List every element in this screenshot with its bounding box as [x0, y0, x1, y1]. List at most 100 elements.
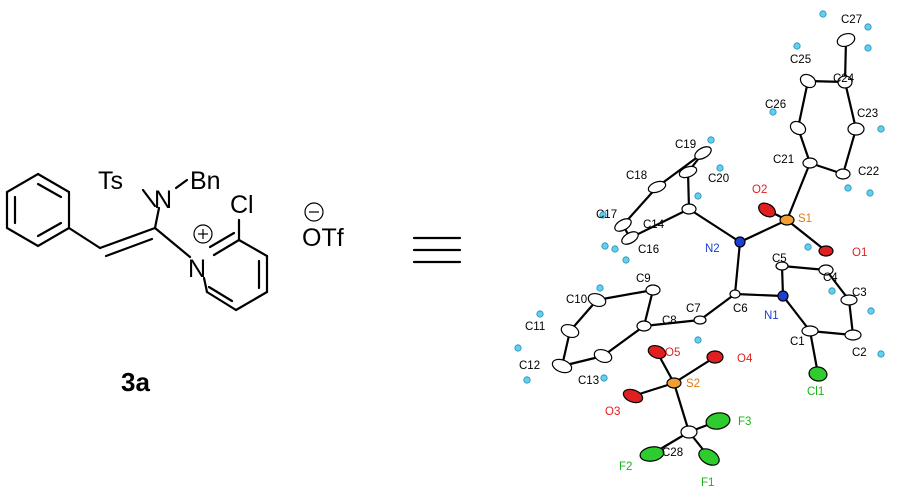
hydrogen-atom	[866, 189, 874, 197]
label-otf: OTf	[302, 224, 344, 252]
atom-c9	[645, 284, 661, 296]
bond-c1-n1	[781, 294, 812, 333]
hydrogen-atom	[877, 125, 885, 133]
atom-c28	[680, 425, 698, 439]
bond-c21-s1	[785, 161, 812, 222]
bond-c16-c14	[628, 207, 691, 240]
hydrogen-atom	[599, 211, 607, 219]
atom-label-c9: C9	[636, 273, 651, 285]
atom-c24	[837, 75, 853, 89]
atom-label-c24: C24	[833, 73, 855, 85]
atom-n1	[777, 290, 789, 302]
bond-c23-c24	[843, 80, 858, 131]
atom-label-c6: C6	[733, 303, 748, 315]
atom-c4	[818, 264, 834, 276]
bond-c22-c23	[841, 127, 858, 176]
atom-c25	[799, 73, 817, 89]
atom-label-c4: C4	[823, 272, 838, 284]
bond-s2-c28	[672, 381, 691, 434]
atom-label-o3: O3	[605, 406, 620, 418]
atom-label-o4: O4	[737, 353, 753, 365]
atom-c5	[775, 261, 789, 271]
atom-c21	[802, 157, 818, 169]
atom-label-c2: C2	[852, 347, 867, 359]
hydrogen-atom	[523, 376, 531, 384]
hydrogen-atom	[694, 336, 702, 344]
bond-c13-c8	[601, 324, 646, 358]
hydrogen-atom	[514, 344, 522, 352]
positive-charge-icon	[193, 224, 213, 244]
atom-c27	[836, 32, 856, 48]
atom-label-c13: C13	[578, 375, 599, 387]
bond-n2-c6	[733, 240, 742, 296]
atom-label-c19: C19	[675, 139, 696, 151]
atom-c20	[678, 165, 698, 179]
hydrogen-atom	[611, 245, 619, 253]
atom-label-c10: C10	[566, 294, 587, 306]
atom-label-o2: O2	[752, 184, 767, 196]
hydrogen-atom	[707, 136, 715, 144]
atom-cl1	[808, 366, 828, 382]
ortep-atoms	[514, 10, 885, 466]
atom-label-c11: C11	[525, 321, 545, 333]
atom-label-o5: O5	[665, 347, 680, 359]
atom-label-c27: C27	[841, 14, 862, 26]
hydrogen-atom	[864, 23, 872, 31]
hydrogen-atom	[716, 164, 724, 172]
atom-label-c18: C18	[626, 170, 647, 182]
atom-c18	[647, 180, 667, 194]
atom-label-c5: C5	[772, 253, 787, 265]
atom-o3	[622, 388, 644, 404]
atom-c12	[551, 358, 573, 374]
atom-s2	[666, 377, 682, 389]
label-n-pyridinium: N	[188, 255, 206, 283]
atom-label-f2: F2	[619, 461, 632, 473]
hydrogen-atom	[769, 108, 777, 116]
hydrogen-atom	[694, 192, 702, 200]
atom-label-c26: C26	[765, 99, 786, 111]
atom-c26	[789, 120, 807, 136]
atom-c2	[844, 329, 862, 341]
atom-c11	[560, 323, 580, 339]
skeletal-structure	[5, 172, 462, 312]
atom-label-c21: C21	[773, 154, 794, 166]
atom-c8	[636, 320, 652, 332]
atom-c17	[614, 218, 632, 232]
atom-n2	[734, 236, 746, 248]
bond-c8-c9	[642, 288, 655, 328]
atom-f2	[639, 446, 665, 462]
atom-label-c3: C3	[852, 287, 867, 299]
bond-c14-c20	[686, 170, 691, 211]
bond-c19-c18	[655, 151, 705, 189]
atom-o2	[758, 202, 776, 218]
negative-charge-icon	[304, 202, 324, 222]
atom-label-n1: N1	[764, 310, 779, 322]
bond-o4-s2	[672, 355, 717, 385]
bond-c7-c8	[642, 318, 702, 328]
atom-c6	[729, 289, 741, 299]
phenyl-ring	[5, 172, 71, 248]
label-ts: Ts	[98, 167, 123, 195]
hydrogen-atom	[844, 184, 852, 192]
atom-label-c23: C23	[857, 108, 878, 120]
bond-c6-n1	[733, 292, 785, 298]
bond-c6-c7	[698, 292, 737, 322]
bond-n2-c14	[687, 207, 742, 244]
hydrogen-atom	[877, 350, 885, 358]
atom-o5	[647, 344, 667, 360]
atom-label-c1: C1	[790, 336, 805, 348]
atom-label-c20: C20	[708, 173, 729, 185]
atom-label-c7: C7	[686, 303, 701, 315]
bond-c9-c10	[595, 288, 655, 302]
atom-c22	[835, 168, 851, 180]
label-n-amine: N	[154, 186, 172, 214]
atom-label-c16: C16	[638, 244, 659, 256]
atom-c14	[681, 203, 697, 215]
atom-label-s1: S1	[798, 213, 812, 225]
atom-label-o1: O1	[852, 247, 867, 259]
bond-s1-o1	[785, 218, 828, 253]
atom-label-c25: C25	[790, 54, 811, 66]
